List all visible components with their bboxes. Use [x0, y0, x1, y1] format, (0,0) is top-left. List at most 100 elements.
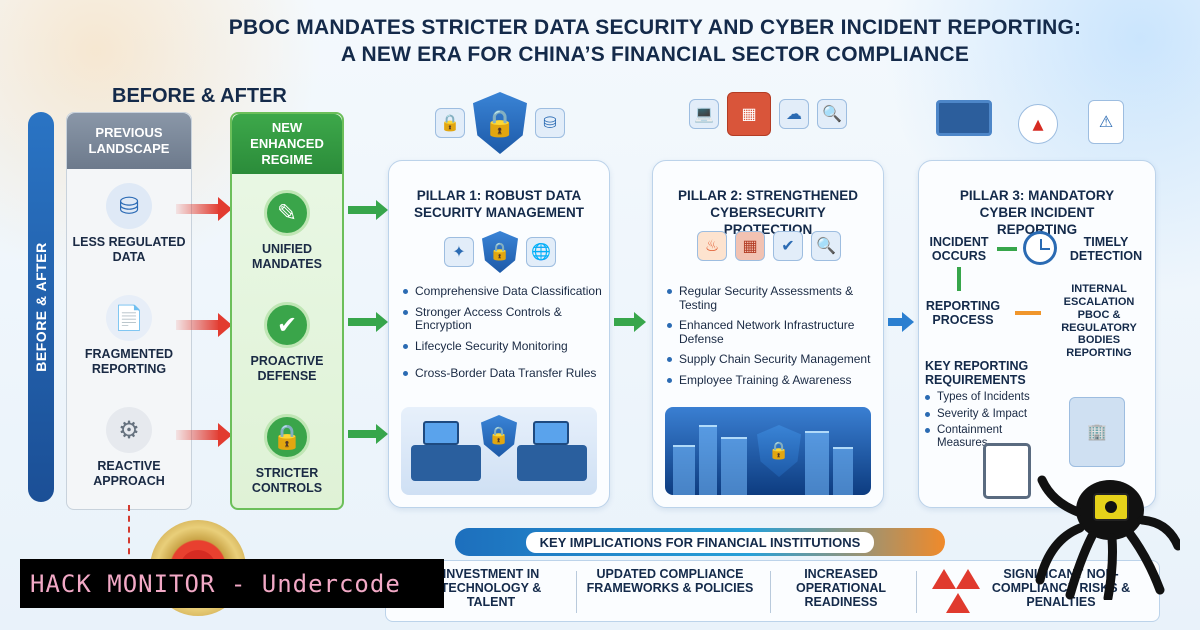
pillar-2-bullet: Employee Training & Awareness [667, 373, 877, 388]
monitor-icon: 💻 [689, 99, 719, 129]
building-illustration [833, 447, 853, 495]
requirement-item: Types of Incidents [925, 391, 1045, 404]
pillar-2-bullets: Regular Security Assessments & Testing E… [667, 284, 877, 394]
requirement-item: Containment Measures [925, 424, 1045, 449]
pillar-1-bullet: Stronger Access Controls & Encryption [403, 305, 603, 333]
previous-landscape-column: PREVIOUS LANDSCAPE ⛁ LESS REGULATED DATA… [66, 112, 192, 510]
reporting-process-label: REPORTING PROCESS [925, 299, 1001, 327]
implication-item: INCREASED OPERATIONAL READINESS [795, 567, 887, 609]
green-arrow-2 [348, 312, 388, 332]
blue-arrow-pillar [888, 312, 914, 332]
shield-lock-icon: 🔒 [482, 231, 518, 273]
shield-lock-icon: 🔒 [757, 425, 801, 477]
new-item-label: STRICTER CONTROLS [251, 466, 323, 495]
flow-arrow [957, 267, 961, 291]
previous-landscape-heading: PREVIOUS LANDSCAPE [67, 113, 191, 169]
pillar-1-card: PILLAR 1: ROBUST DATA SECURITY MANAGEMEN… [388, 160, 610, 508]
magnifier-icon: 🔍 [817, 99, 847, 129]
pillar1-top-art: 🔒 🔒 ⛁ [402, 92, 598, 154]
previous-item-approach: ⚙ REACTIVE APPROACH [67, 407, 191, 489]
red-arrow-2 [176, 313, 232, 337]
new-item-controls: 🔒 STRICTER CONTROLS [232, 414, 342, 496]
implication-item: INVESTMENT IN TECHNOLOGY & TALENT [440, 567, 542, 609]
previous-item-label: LESS REGULATED DATA [72, 235, 186, 264]
document-edit-icon: ✎ [264, 190, 310, 236]
side-label-bar: BEFORE & AFTER [28, 112, 54, 502]
shield-check-icon: ✔ [264, 302, 310, 348]
before-after-heading: BEFORE & AFTER [112, 85, 287, 107]
building-illustration [721, 437, 747, 495]
pboc-emblem-icon: ▴ [1018, 104, 1058, 144]
database-icon: ⛁ [106, 183, 152, 229]
octopus-mascot-icon [1035, 475, 1180, 600]
requirements-list: Types of Incidents Severity & Impact Con… [925, 391, 1045, 456]
desk-illustration [411, 445, 481, 481]
firewall-icon: ▦ [735, 231, 765, 261]
green-arrow-pillar [614, 312, 646, 332]
pillar-2-bullet: Enhanced Network Infrastructure Defense [667, 318, 877, 346]
divider [576, 571, 577, 613]
implication-item: UPDATED COMPLIANCE FRAMEWORKS & POLICIES [586, 567, 754, 595]
new-item-defense: ✔ PROACTIVE DEFENSE [232, 302, 342, 384]
monitor-icon [423, 421, 459, 445]
new-item-label: UNIFIED MANDATES [252, 242, 322, 271]
lock-icon: 🔒 [435, 108, 465, 138]
warning-icon [932, 569, 956, 589]
warning-icon [946, 593, 970, 613]
fire-icon: ♨ [697, 231, 727, 261]
cloud-icon: ☁ [779, 99, 809, 129]
shield-lock-icon: 🔒 [473, 92, 527, 154]
green-arrow-3 [348, 424, 388, 444]
pillar-1-bullets: Comprehensive Data Classification Strong… [403, 284, 603, 388]
warning-icon [956, 569, 980, 589]
title-line-1: PBOC MANDATES STRICTER DATA SECURITY AND… [228, 16, 1082, 39]
desk-illustration [517, 445, 587, 481]
pillar1-icon-row: ✦ 🔒 🌐 [403, 231, 597, 273]
title-line-2: A NEW ERA FOR CHINA’S FINANCIAL SECTOR C… [340, 43, 970, 66]
city-illustration: 🔒 [665, 407, 871, 495]
network-icon: ✦ [444, 237, 474, 267]
shield-check-icon: ✔ [773, 231, 803, 261]
previous-item-reporting: 📄 FRAGMENTED REPORTING [67, 295, 191, 377]
pillar-2-title: PILLAR 2: STRENGTHENED CYBERSECURITY PRO… [677, 188, 858, 237]
tablet-icon [983, 443, 1031, 499]
bug-search-icon: 🔍 [811, 231, 841, 261]
lock-icon: 🔒 [264, 414, 310, 460]
watermark-banner: HACK MONITOR - Undercode [20, 559, 444, 608]
dashed-connector [128, 505, 130, 565]
building-illustration [805, 431, 829, 495]
internal-escalation-label: INTERNAL ESCALATION [1063, 283, 1135, 308]
timely-detection-label: TIMELY DETECTION [1069, 235, 1143, 263]
monitor-icon [533, 421, 569, 445]
shield-lock-icon: 🔒 [481, 415, 517, 457]
database-icon: ⛁ [535, 108, 565, 138]
previous-item-label: REACTIVE APPROACH [93, 459, 165, 488]
red-arrow-1 [176, 197, 232, 221]
new-regime-column: NEW ENHANCED REGIME ✎ UNIFIED MANDATES ✔… [230, 112, 344, 510]
green-arrow-1 [348, 200, 388, 220]
pillar-3-title: PILLAR 3: MANDATORY CYBER INCIDENT REPOR… [959, 188, 1115, 237]
new-item-mandates: ✎ UNIFIED MANDATES [232, 190, 342, 272]
laptop-icon [936, 100, 992, 136]
pillar-2-bullet: Regular Security Assessments & Testing [667, 284, 877, 312]
previous-item-label: FRAGMENTED REPORTING [84, 347, 174, 376]
pillar-1-title: PILLAR 1: ROBUST DATA SECURITY MANAGEMEN… [413, 188, 584, 220]
new-item-label: PROACTIVE DEFENSE [250, 354, 324, 383]
divider [770, 571, 771, 613]
firewall-icon: ▦ [727, 92, 771, 136]
pillar-1-bullet: Comprehensive Data Classification [403, 284, 603, 299]
pillar-1-bullet: Lifecycle Security Monitoring [403, 339, 603, 354]
red-arrow-3 [176, 423, 232, 447]
implications-row: INVESTMENT IN TECHNOLOGY & TALENT UPDATE… [385, 560, 1160, 622]
new-regime-heading: NEW ENHANCED REGIME [232, 114, 342, 174]
globe-lock-icon: 🌐 [526, 237, 556, 267]
warning-document-icon: ⚠ [1088, 100, 1124, 144]
pillar2-icon-row: ♨ ▦ ✔ 🔍 [667, 231, 871, 261]
office-illustration: 🔒 [401, 407, 597, 495]
clock-icon [1023, 231, 1057, 265]
pillar-2-card: PILLAR 2: STRENGTHENED CYBERSECURITY PRO… [652, 160, 884, 508]
requirement-item: Severity & Impact [925, 408, 1045, 421]
building-illustration [699, 425, 717, 495]
bank-building-icon: 🏢 [1069, 397, 1125, 467]
documents-icon: 📄 [106, 295, 152, 341]
